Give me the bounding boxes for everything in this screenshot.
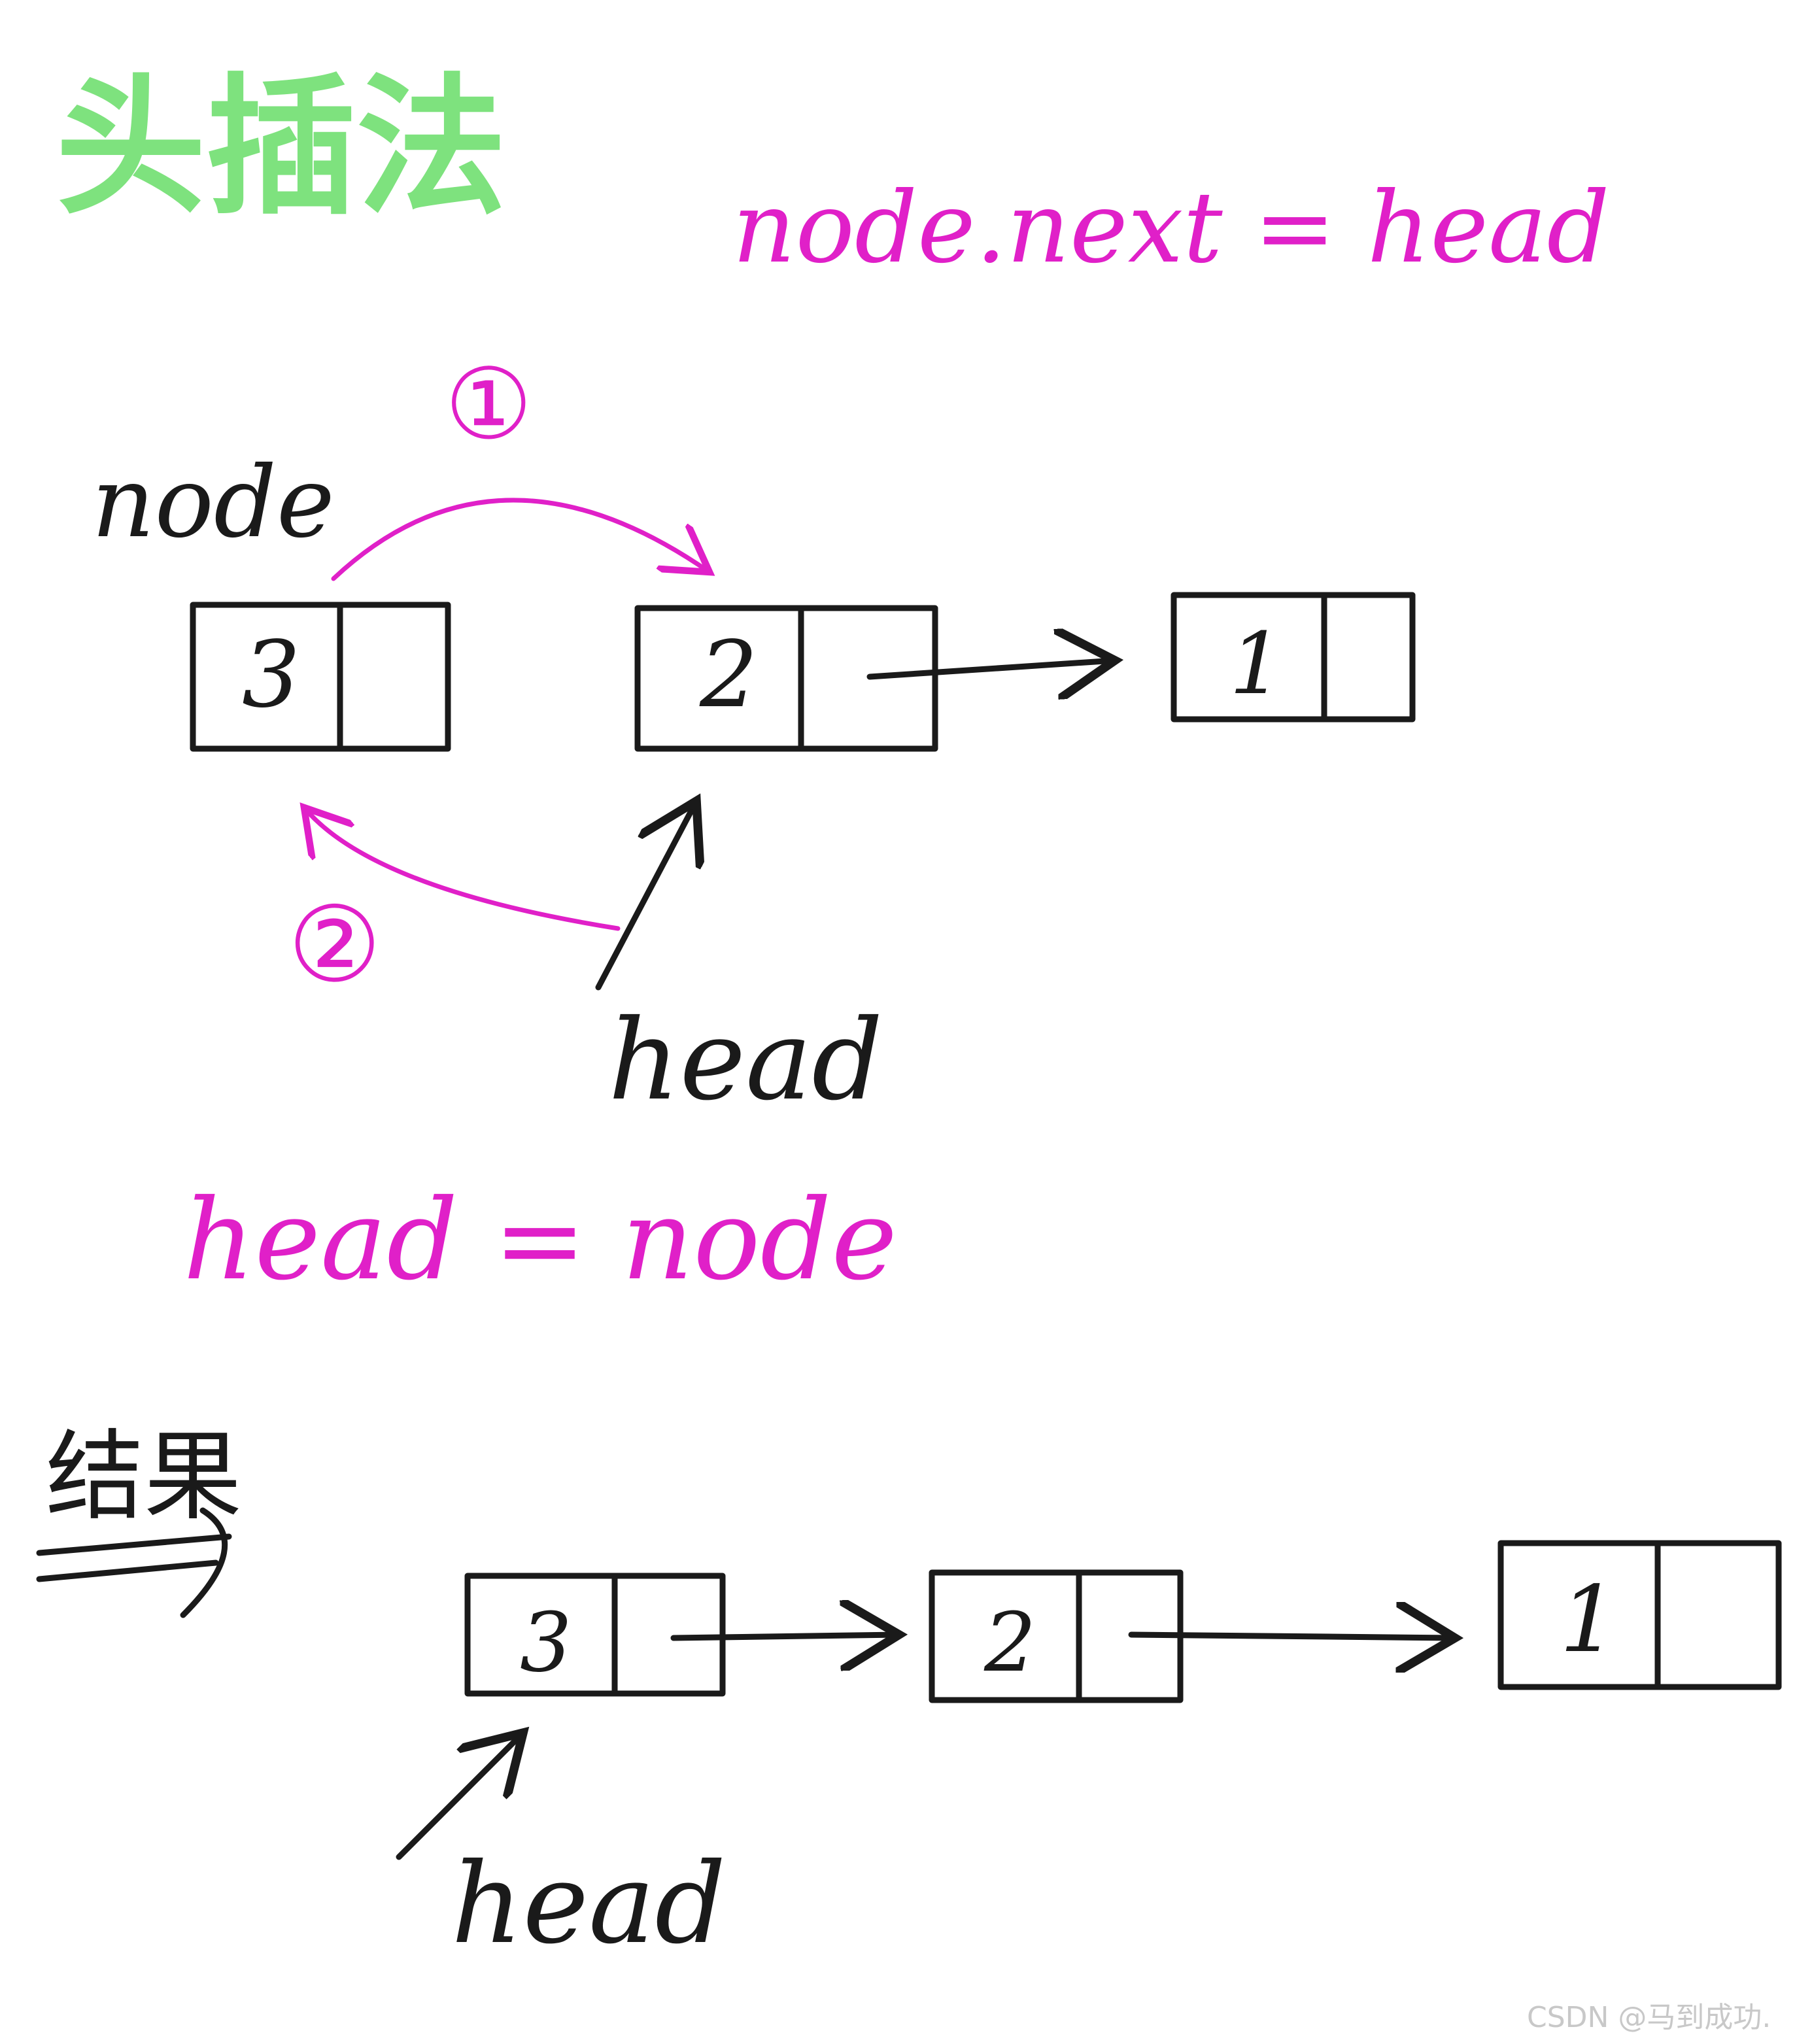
formula-node-next-head: node.next = head — [732, 171, 1610, 285]
result-node-3: 3 — [464, 1573, 726, 1697]
title: 头插法 — [56, 61, 507, 235]
result-node-2: 2 — [929, 1569, 1184, 1703]
top-node-3: 3 — [190, 602, 451, 752]
node-label: node — [92, 446, 335, 560]
pink-arrow-step-2 — [304, 808, 621, 931]
result-node-3-box — [464, 1573, 726, 1697]
top-node-2-value: 2 — [699, 622, 758, 728]
result-underline-2 — [36, 1559, 219, 1582]
result-arrow-2-to-1 — [1128, 1635, 1455, 1638]
top-node-3-box — [190, 602, 451, 752]
formula-head-node: head = node — [183, 1176, 897, 1305]
result-node-3-value: 3 — [520, 1595, 572, 1690]
top-arrow-2-to-1 — [866, 660, 1115, 677]
step-1-marker: ① — [445, 348, 532, 462]
top-node-2-box — [634, 605, 938, 752]
result-curl — [180, 1507, 228, 1618]
top-head-label: head — [608, 996, 883, 1125]
result-node-1-value: 1 — [1560, 1567, 1618, 1673]
watermark: CSDN @马到成功. — [1527, 2001, 1771, 2034]
top-node-2: 2 — [634, 605, 938, 752]
result-head-arrow — [396, 1733, 523, 1860]
pink-arrow-step-1 — [331, 498, 709, 581]
step-2-marker: ② — [288, 883, 381, 1006]
result-node-2-value: 2 — [983, 1595, 1036, 1690]
top-head-arrow — [595, 801, 696, 991]
result-head-label: head — [451, 1839, 726, 1969]
result-arrow-3-to-2 — [670, 1635, 899, 1638]
result-node-1-box — [1497, 1540, 1782, 1690]
result-node-1: 1 — [1497, 1540, 1782, 1690]
result-underline — [36, 1533, 232, 1556]
top-node-1-box — [1171, 592, 1416, 723]
top-node-1-value: 1 — [1229, 614, 1284, 713]
top-node-1: 1 — [1171, 592, 1416, 723]
top-node-3-value: 3 — [242, 622, 300, 728]
